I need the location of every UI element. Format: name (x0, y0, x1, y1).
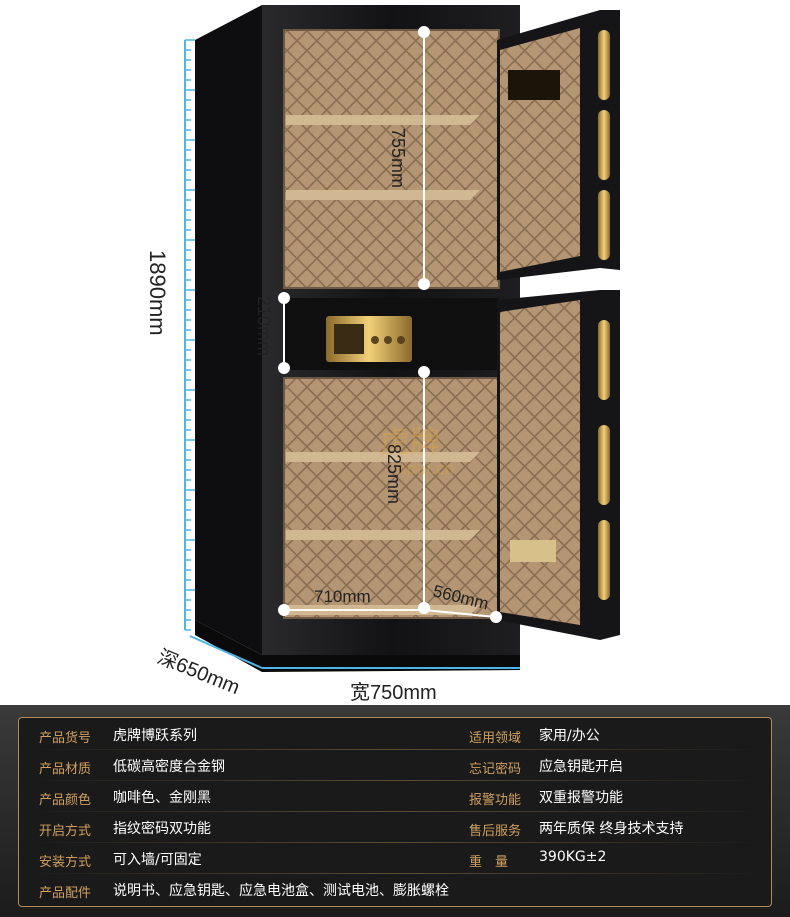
spec-left-label: 安装方式 (39, 855, 92, 870)
spec-right-label: 报警功能 (469, 793, 522, 808)
label-drawer-height: 210mm (254, 296, 274, 356)
spec-left-label: 产品货号 (39, 731, 92, 746)
safe-base (195, 620, 520, 672)
door-hinge-bar (598, 520, 610, 600)
spec-row: 产品颜色 咖啡色、金刚黑 报警功能 双重报警功能 (19, 782, 773, 812)
shelf (286, 530, 480, 540)
door-hinge-bar (598, 190, 610, 260)
door-hinge-bar (598, 425, 610, 505)
spec-row: 开启方式 指纹密码双功能 售后服务 两年质保 终身技术支持 (19, 813, 773, 843)
spec-right-label: 重 量 (469, 855, 509, 870)
spec-right-value: 两年质保 终身技术支持 (539, 821, 684, 837)
spec-right-value: 390KG±2 (539, 849, 607, 865)
row-divider (29, 842, 763, 843)
spec-row: 产品配件 说明书、应急钥匙、应急电池盒、测试电池、膨胀螺栓 (19, 875, 773, 905)
spec-right-value: 双重报警功能 (539, 790, 623, 806)
spec-right-label: 适用领域 (469, 731, 522, 746)
spec-right-value: 应急钥匙开启 (539, 759, 623, 775)
door-lock-module (510, 540, 556, 562)
watermark-site: hpai.cn (396, 459, 455, 478)
spec-table: 产品货号 虎牌博跃系列 适用领域 家用/办公产品材质 低碳高密度合金钢 忘记密码 应急钥匙开… (18, 717, 772, 907)
label-top-height: 755mm (388, 128, 408, 188)
shelf (286, 452, 480, 462)
safe-side-panel (195, 5, 262, 655)
bottom-compartment (284, 378, 499, 618)
watermark-brand: 虎牌 (380, 425, 440, 460)
row-divider (29, 811, 763, 812)
spec-left-value: 咖啡色、金刚黑 (113, 790, 211, 806)
spec-left-label: 产品材质 (39, 762, 92, 777)
spec-left-label: 产品配件 (39, 886, 92, 901)
label-width: 宽750mm (350, 681, 437, 704)
row-divider (29, 749, 763, 750)
label-inner-width: 710mm (314, 587, 371, 606)
spec-left-value: 虎牌博跃系列 (113, 728, 197, 744)
spec-right-label: 售后服务 (469, 824, 522, 839)
spec-row: 安装方式 可入墙/可固定 重 量 390KG±2 (19, 844, 773, 874)
spec-left-value: 低碳高密度合金钢 (113, 759, 225, 775)
spec-right-value: 家用/办公 (539, 728, 600, 744)
door-hinge-bar (598, 30, 610, 100)
door-hinge-bar (598, 110, 610, 180)
row-divider (29, 873, 763, 874)
spec-left-value: 说明书、应急钥匙、应急电池盒、测试电池、膨胀螺栓 (113, 883, 449, 899)
shelf (286, 115, 480, 125)
top-door-lining (500, 28, 580, 272)
spec-panel: 产品货号 虎牌博跃系列 适用领域 家用/办公产品材质 低碳高密度合金钢 忘记密码 应急钥匙开… (0, 705, 790, 917)
spec-right-label: 忘记密码 (469, 762, 522, 777)
shelf (286, 190, 480, 200)
spec-row: 产品材质 低碳高密度合金钢 忘记密码 应急钥匙开启 (19, 751, 773, 781)
door-lock-module (508, 70, 560, 100)
spec-row: 产品货号 虎牌博跃系列 适用领域 家用/办公 (19, 720, 773, 750)
bottom-door-lining (500, 300, 580, 625)
spec-left-label: 产品颜色 (39, 793, 92, 808)
label-height: 1890mm (145, 250, 170, 336)
safe-product-photo: 虎牌 hpai.cn 1890mm 755mm 210mm 825mm 710m… (145, 5, 620, 704)
row-divider (29, 780, 763, 781)
spec-left-value: 指纹密码双功能 (113, 821, 211, 837)
label-bottom-height: 825mm (384, 444, 404, 504)
spec-left-label: 开启方式 (39, 824, 92, 839)
depth-ruler (189, 635, 263, 669)
spec-left-value: 可入墙/可固定 (113, 852, 202, 868)
door-hinge-bar (598, 320, 610, 400)
top-compartment (284, 30, 499, 288)
